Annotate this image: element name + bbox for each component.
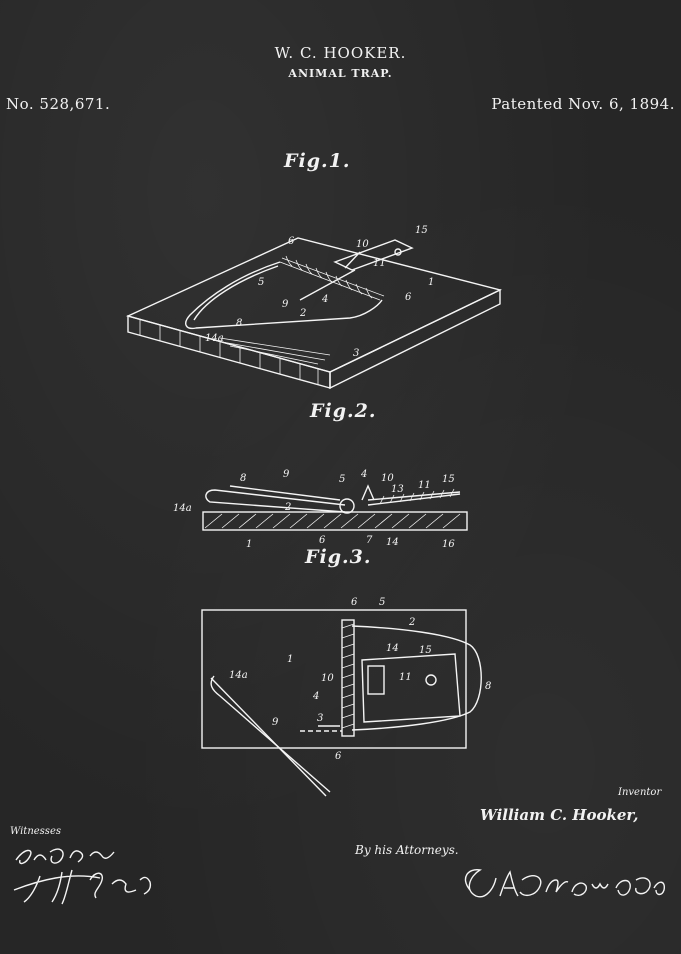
inventor-signature: William C. Hooker,: [480, 806, 639, 824]
svg-text:6: 6: [405, 292, 412, 303]
svg-text:14: 14: [386, 537, 399, 548]
patent-title: ANIMAL TRAP.: [288, 67, 393, 80]
svg-text:11: 11: [418, 480, 431, 491]
svg-text:4: 4: [321, 294, 328, 305]
svg-text:6: 6: [319, 535, 326, 546]
svg-text:2: 2: [299, 308, 306, 319]
svg-text:5: 5: [258, 277, 264, 288]
svg-text:5: 5: [339, 474, 345, 485]
figure-3-label: Fig.3.: [305, 546, 372, 568]
svg-text:6: 6: [335, 751, 342, 762]
svg-text:10: 10: [381, 473, 394, 484]
svg-text:9: 9: [282, 299, 289, 310]
figure-2-label: Fig.2.: [310, 400, 377, 422]
svg-text:4: 4: [360, 469, 367, 480]
svg-text:11: 11: [399, 672, 412, 683]
inventor-label: Inventor: [618, 787, 662, 798]
patent-number: No. 528,671.: [6, 95, 111, 113]
patent-date: Patented Nov. 6, 1894.: [491, 95, 675, 113]
svg-text:7: 7: [366, 535, 373, 546]
svg-text:10: 10: [356, 239, 369, 250]
svg-text:2: 2: [284, 502, 291, 513]
svg-text:14a: 14a: [205, 333, 224, 344]
svg-text:10: 10: [321, 673, 334, 684]
attorneys-signature: [464, 869, 666, 898]
svg-text:15: 15: [442, 474, 455, 485]
svg-text:8: 8: [236, 318, 242, 329]
svg-text:1: 1: [287, 654, 293, 665]
svg-text:14a: 14a: [173, 503, 192, 514]
svg-text:14a: 14a: [229, 670, 248, 681]
witness-signatures: [13, 848, 152, 905]
svg-text:6: 6: [288, 236, 295, 247]
svg-text:9: 9: [283, 469, 290, 480]
figure-1-label: Fig.1.: [284, 150, 351, 172]
figure-1-drawing: 6 10 15 11 1 5 9 4 6 8 2 14a 3: [125, 225, 503, 390]
svg-text:2: 2: [408, 617, 415, 628]
svg-text:1: 1: [246, 539, 252, 550]
svg-text:14: 14: [386, 643, 399, 654]
svg-text:3: 3: [317, 713, 323, 724]
svg-text:16: 16: [442, 539, 455, 550]
witnesses-label: Witnesses: [10, 826, 61, 837]
svg-text:3: 3: [353, 348, 359, 359]
svg-text:4: 4: [312, 691, 319, 702]
inventor-name: W. C. HOOKER.: [274, 44, 407, 62]
svg-text:5: 5: [379, 597, 385, 608]
figure-2-drawing: 8 9 5 4 10 13 11 15 14a 2 1 6 7 14 16: [173, 469, 468, 550]
svg-text:13: 13: [391, 484, 404, 495]
svg-text:11: 11: [373, 258, 386, 269]
svg-text:8: 8: [485, 681, 491, 692]
svg-text:1: 1: [428, 277, 434, 288]
by-attorneys-label: By his Attorneys.: [355, 843, 459, 857]
svg-text:15: 15: [415, 225, 428, 236]
svg-text:8: 8: [240, 473, 246, 484]
svg-text:15: 15: [419, 645, 432, 656]
figure-3-drawing: 6 5 2 14 15 1 14a 10 11 8 4 3 9 6: [201, 597, 491, 797]
svg-text:6: 6: [351, 597, 358, 608]
svg-text:9: 9: [272, 717, 279, 728]
